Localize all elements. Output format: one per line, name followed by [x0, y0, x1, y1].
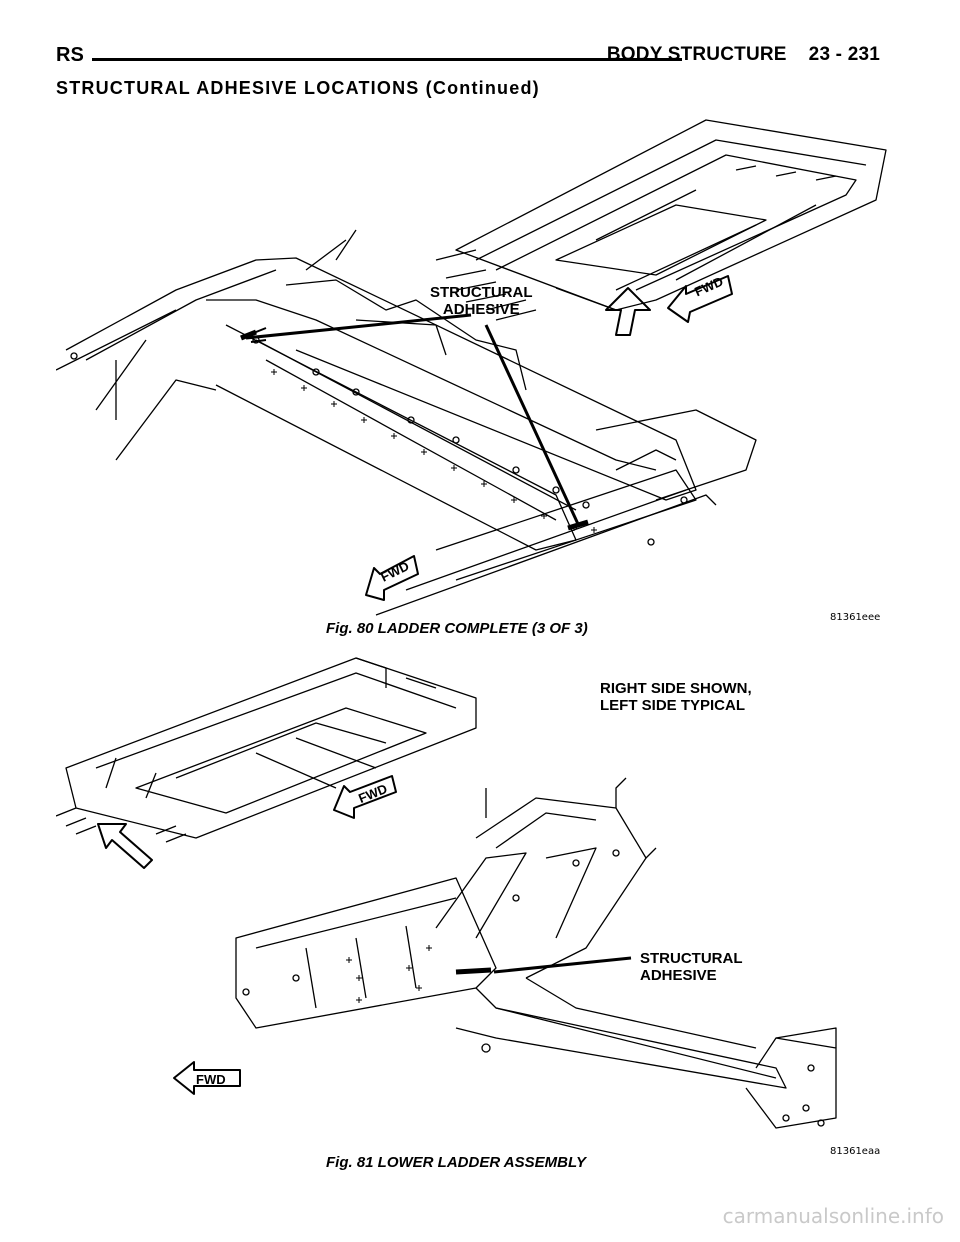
fig81-callout-line2: ADHESIVE: [640, 967, 717, 984]
fig80-callout-line1: STRUCTURAL: [430, 284, 533, 301]
fig80-image-id: 81361eee: [830, 612, 881, 623]
fig81-image-id: 81361eaa: [830, 1146, 881, 1157]
fig81-side-note: RIGHT SIDE SHOWN, LEFT SIDE TYPICAL: [600, 680, 752, 714]
header-page-number: 23 - 231: [808, 44, 880, 65]
fig81-side-note-line2: LEFT SIDE TYPICAL: [600, 697, 746, 714]
page-header: RS BODY STRUCTURE 23 - 231: [56, 44, 880, 72]
ladder-complete-drawing: [56, 119, 887, 616]
fig80-caption: Fig. 80 LADDER COMPLETE (3 OF 3): [326, 620, 588, 637]
fig80-callout-line2: ADHESIVE: [442, 301, 520, 318]
header-section-title: BODY STRUCTURE: [606, 44, 787, 65]
figure-80-illustration: [56, 110, 896, 620]
fig80-structural-adhesive-callout: STRUCTURAL ADHESIVE: [430, 284, 533, 318]
header-model-code: RS: [56, 44, 84, 66]
section-title: STRUCTURAL ADHESIVE LOCATIONS (Continued…: [56, 78, 540, 98]
figure-81-illustration: [56, 648, 896, 1148]
fig81-callout-line1: STRUCTURAL: [640, 950, 743, 967]
header-title-block: BODY STRUCTURE 23 - 231: [607, 44, 880, 66]
fig81-fwd-label-lower: FWD: [196, 1072, 226, 1087]
watermark-text: carmanualsonline.info: [722, 1204, 944, 1228]
fig81-structural-adhesive-callout: STRUCTURAL ADHESIVE: [640, 950, 743, 984]
header-rule: [92, 58, 682, 61]
fig81-side-note-line1: RIGHT SIDE SHOWN,: [600, 680, 752, 697]
lower-ladder-assembly-drawing: [56, 657, 837, 1129]
fig81-caption: Fig. 81 LOWER LADDER ASSEMBLY: [326, 1154, 587, 1171]
